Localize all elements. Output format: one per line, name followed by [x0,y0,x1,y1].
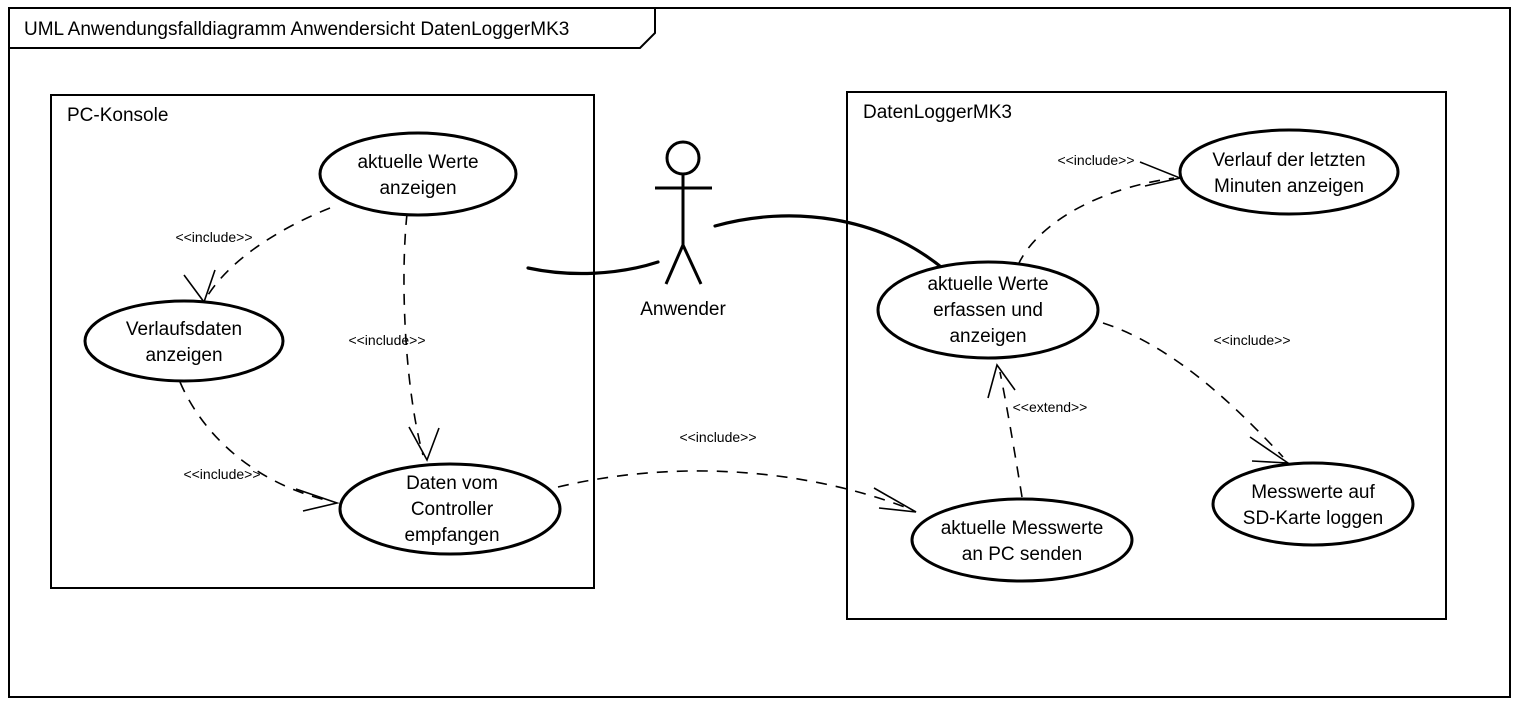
use-case-label-verlauf-der-letzten-minuten-anzeigen-line2: Minuten anzeigen [1214,176,1364,197]
frame-title-tab [9,7,656,49]
use-case-ellipse-aktuelle-werte-erfassen-und-anzeigen[interactable] [876,260,1100,360]
actor-label-anwender: Anwender [640,299,726,320]
use-case-aktuelle-werte-erfassen-und-anzeigen[interactable]: aktuelle Werte erfassen und anzeigen [876,260,1100,360]
rel-awa-to-daten-empfangen-line [403,213,424,456]
system-boundary-pc-konsole: PC-Konsole [50,94,595,589]
rel-erfassen-to-verlauf-minuten-line [1017,177,1175,266]
assoc-anwender-aktuelle-werte-anzeigen-line [526,260,660,276]
boundary-rect-pc-konsole [50,94,595,589]
use-case-label-messwerte-auf-sd-karte-loggen-line1: Messwerte auf [1251,482,1375,503]
frame-outline [8,7,1511,698]
rel-erfassen-to-sd-karte: <<include>> [1102,322,1291,464]
rel-erfassen-to-sd-karte-stereotype: <<include>> [1213,332,1290,348]
use-case-ellipse-verlauf-der-letzten-minuten-anzeigen[interactable] [1178,128,1400,216]
actor-leg-right-icon [681,244,703,285]
use-case-ellipse-aktuelle-werte-anzeigen[interactable] [318,131,518,217]
boundary-label-pc-konsole: PC-Konsole [67,105,168,126]
rel-erfassen-to-sd-karte-arrowhead [1249,436,1291,464]
use-case-aktuelle-messwerte-an-pc-senden[interactable]: aktuelle Messwerte an PC senden [910,497,1134,583]
rel-daten-empfangen-to-messwerte-senden-line [557,470,911,510]
use-case-ellipse-aktuelle-messwerte-an-pc-senden[interactable] [910,497,1134,583]
rel-messwerte-senden-extends-erfassen: <<extend>> [987,363,1088,498]
use-case-verlauf-der-letzten-minuten-anzeigen[interactable]: Verlauf der letzten Minuten anzeigen [1178,128,1400,216]
use-case-label-verlauf-der-letzten-minuten-anzeigen-line1: Verlauf der letzten [1212,150,1365,171]
use-case-ellipse-messwerte-auf-sd-karte-loggen[interactable] [1211,461,1415,547]
use-case-ellipse-daten-vom-controller-empfangen[interactable] [338,462,562,556]
rel-erfassen-to-verlauf-minuten-arrowhead [1139,161,1183,187]
system-boundary-datenlogger: DatenLoggerMK3 [846,91,1447,620]
rel-verlaufsdaten-to-daten-empfangen-stereotype: <<include>> [183,466,260,482]
use-case-label-verlaufsdaten-anzeigen-line1: Verlaufsdaten [126,319,242,340]
rel-verlaufsdaten-to-daten-empfangen: <<include>> [179,381,340,512]
use-case-label-messwerte-auf-sd-karte-loggen-line2: SD-Karte loggen [1243,508,1383,529]
frame-title-label: UML Anwendungsfalldiagramm Anwendersicht… [24,19,569,40]
use-case-label-aktuelle-werte-anzeigen-line1: aktuelle Werte [357,152,478,173]
rel-erfassen-to-verlauf-minuten-stereotype: <<include>> [1057,152,1134,168]
use-case-messwerte-auf-sd-karte-loggen[interactable]: Messwerte auf SD-Karte loggen [1211,461,1415,547]
rel-awa-to-daten-empfangen: <<include>> [348,213,440,462]
actor-leg-left-icon [664,244,685,285]
rel-awa-to-verlaufsdaten-arrowhead [183,269,216,304]
rel-awa-to-verlaufsdaten-line [204,207,331,301]
association-lines [526,214,948,276]
boundary-label-datenlogger: DatenLoggerMK3 [863,102,1012,123]
rel-verlaufsdaten-to-daten-empfangen-line [179,381,331,502]
use-case-label-aktuelle-werte-erfassen-und-anzeigen-line2: erfassen und [933,300,1043,321]
dependency-relationships: Verlaufsdaten anzeigen --> <<include>> D… [175,152,1291,513]
rel-daten-empfangen-to-messwerte-senden: <<include>> [557,429,917,513]
diagram-frame [8,7,1511,698]
rel-messwerte-senden-extends-erfassen-line [999,371,1023,498]
use-case-verlaufsdaten-anzeigen[interactable]: Verlaufsdaten anzeigen [83,299,285,383]
rel-verlaufsdaten-to-daten-empfangen-arrowhead [295,488,340,512]
rel-daten-empfangen-to-messwerte-senden-arrowhead [873,487,917,513]
rel-awa-to-verlaufsdaten: <<include>> [175,207,331,304]
actor-anwender[interactable]: Anwender [640,140,726,320]
use-case-ellipse-verlaufsdaten-anzeigen[interactable] [83,299,285,383]
rel-awa-to-verlaufsdaten-stereotype: <<include>> [175,229,252,245]
rel-daten-empfangen-to-messwerte-senden-stereotype: <<include>> [679,429,756,445]
use-case-label-daten-vom-controller-empfangen-line1: Daten vom [406,473,498,494]
actor-head-icon [665,140,701,176]
rel-awa-to-daten-empfangen-arrowhead [408,426,440,462]
rel-messwerte-senden-extends-erfassen-arrowhead [987,363,1016,399]
use-case-label-verlaufsdaten-anzeigen-line2: anzeigen [145,345,222,366]
rel-erfassen-to-verlauf-minuten: <<include>> [1017,152,1183,266]
use-case-label-daten-vom-controller-empfangen-line3: empfangen [404,525,499,546]
rel-erfassen-to-sd-karte-line [1102,322,1284,458]
use-case-label-aktuelle-messwerte-an-pc-senden-line1: aktuelle Messwerte [941,518,1104,539]
use-case-label-aktuelle-werte-erfassen-und-anzeigen-line3: anzeigen [949,326,1026,347]
rel-awa-to-daten-empfangen-stereotype: <<include>> [348,332,425,348]
use-case-label-daten-vom-controller-empfangen-line2: Controller [411,499,494,520]
rel-messwerte-senden-extends-erfassen-stereotype: <<extend>> [1013,399,1088,415]
use-case-aktuelle-werte-anzeigen[interactable]: aktuelle Werte anzeigen [318,131,518,217]
boundary-rect-datenlogger [846,91,1447,620]
use-case-daten-vom-controller-empfangen[interactable]: Daten vom Controller empfangen [338,462,562,556]
use-case-label-aktuelle-werte-anzeigen-line2: anzeigen [379,178,456,199]
use-case-label-aktuelle-messwerte-an-pc-senden-line2: an PC senden [962,544,1082,565]
assoc-anwender-erfassen-und-anzeigen-line [713,214,948,273]
use-case-label-aktuelle-werte-erfassen-und-anzeigen-line1: aktuelle Werte [927,274,1048,295]
